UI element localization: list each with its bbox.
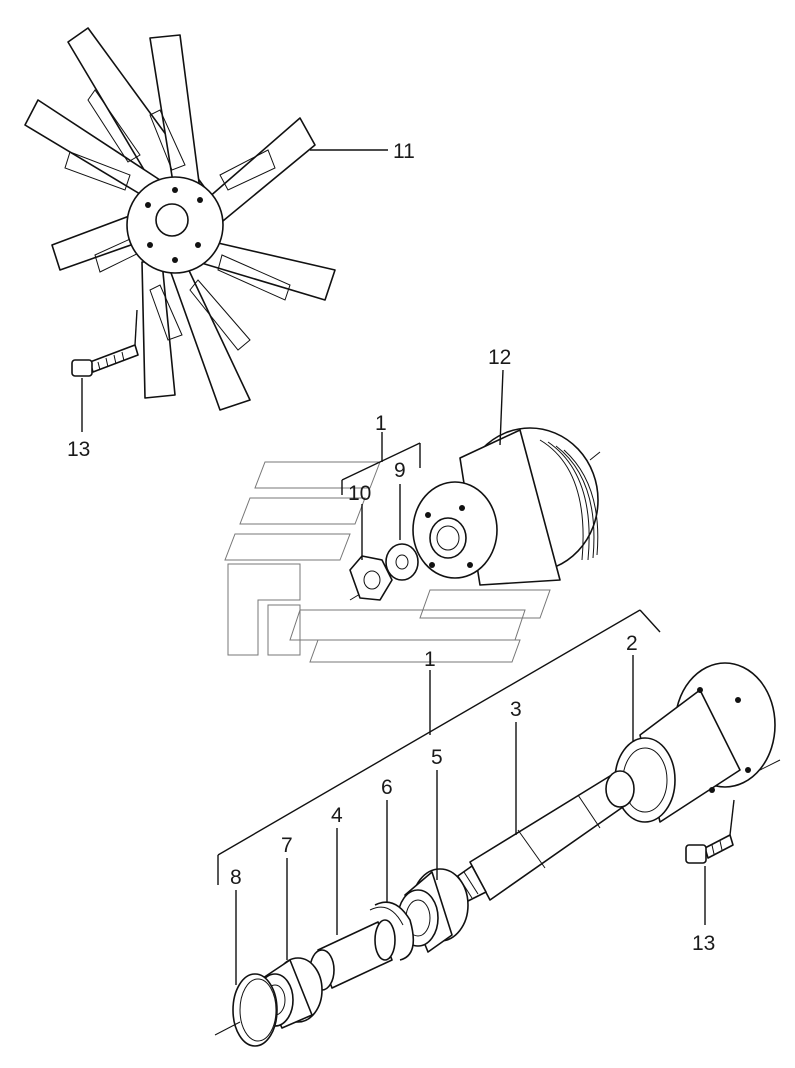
- callout-2: 2: [626, 632, 638, 655]
- bracket-1-upper: [341, 432, 421, 495]
- callout-3: 3: [510, 698, 522, 721]
- bracket-1-lower: [217, 609, 661, 885]
- callout-5: 5: [431, 746, 443, 769]
- callout-12: 12: [488, 346, 511, 369]
- bolt-part-13-bottom: [685, 834, 734, 864]
- retaining-ring-part-8: [232, 973, 278, 1047]
- fan-part-11: [24, 27, 336, 411]
- callout-8: 8: [230, 866, 242, 889]
- callout-10: 10: [348, 482, 371, 505]
- leader-13-top-axis: [134, 309, 138, 346]
- callout-9: 9: [394, 459, 406, 482]
- shaft-part-3: [444, 770, 635, 906]
- callout-1-upper: 1: [375, 412, 387, 435]
- fan-blade: [169, 261, 251, 411]
- callout-11: 11: [393, 140, 415, 163]
- leader-13-bottom-axis: [729, 799, 735, 836]
- watermark-logo: [224, 461, 551, 663]
- leader-12: [499, 369, 504, 446]
- spacer-sleeve-part-4: [309, 919, 396, 991]
- callout-7: 7: [281, 834, 293, 857]
- fan-blade: [141, 261, 176, 399]
- callout-13-bottom: 13: [692, 932, 715, 955]
- callout-13-top: 13: [67, 438, 90, 461]
- pulley-part-12: [412, 427, 599, 586]
- callout-4: 4: [331, 804, 343, 827]
- bearing-housing-part-2: [614, 662, 776, 823]
- callout-6: 6: [381, 776, 393, 799]
- callout-1-lower: 1: [424, 648, 436, 671]
- washer-part-9: [385, 543, 419, 581]
- fan-hub-bore: [155, 203, 189, 237]
- bolt-part-13-top: [71, 344, 139, 377]
